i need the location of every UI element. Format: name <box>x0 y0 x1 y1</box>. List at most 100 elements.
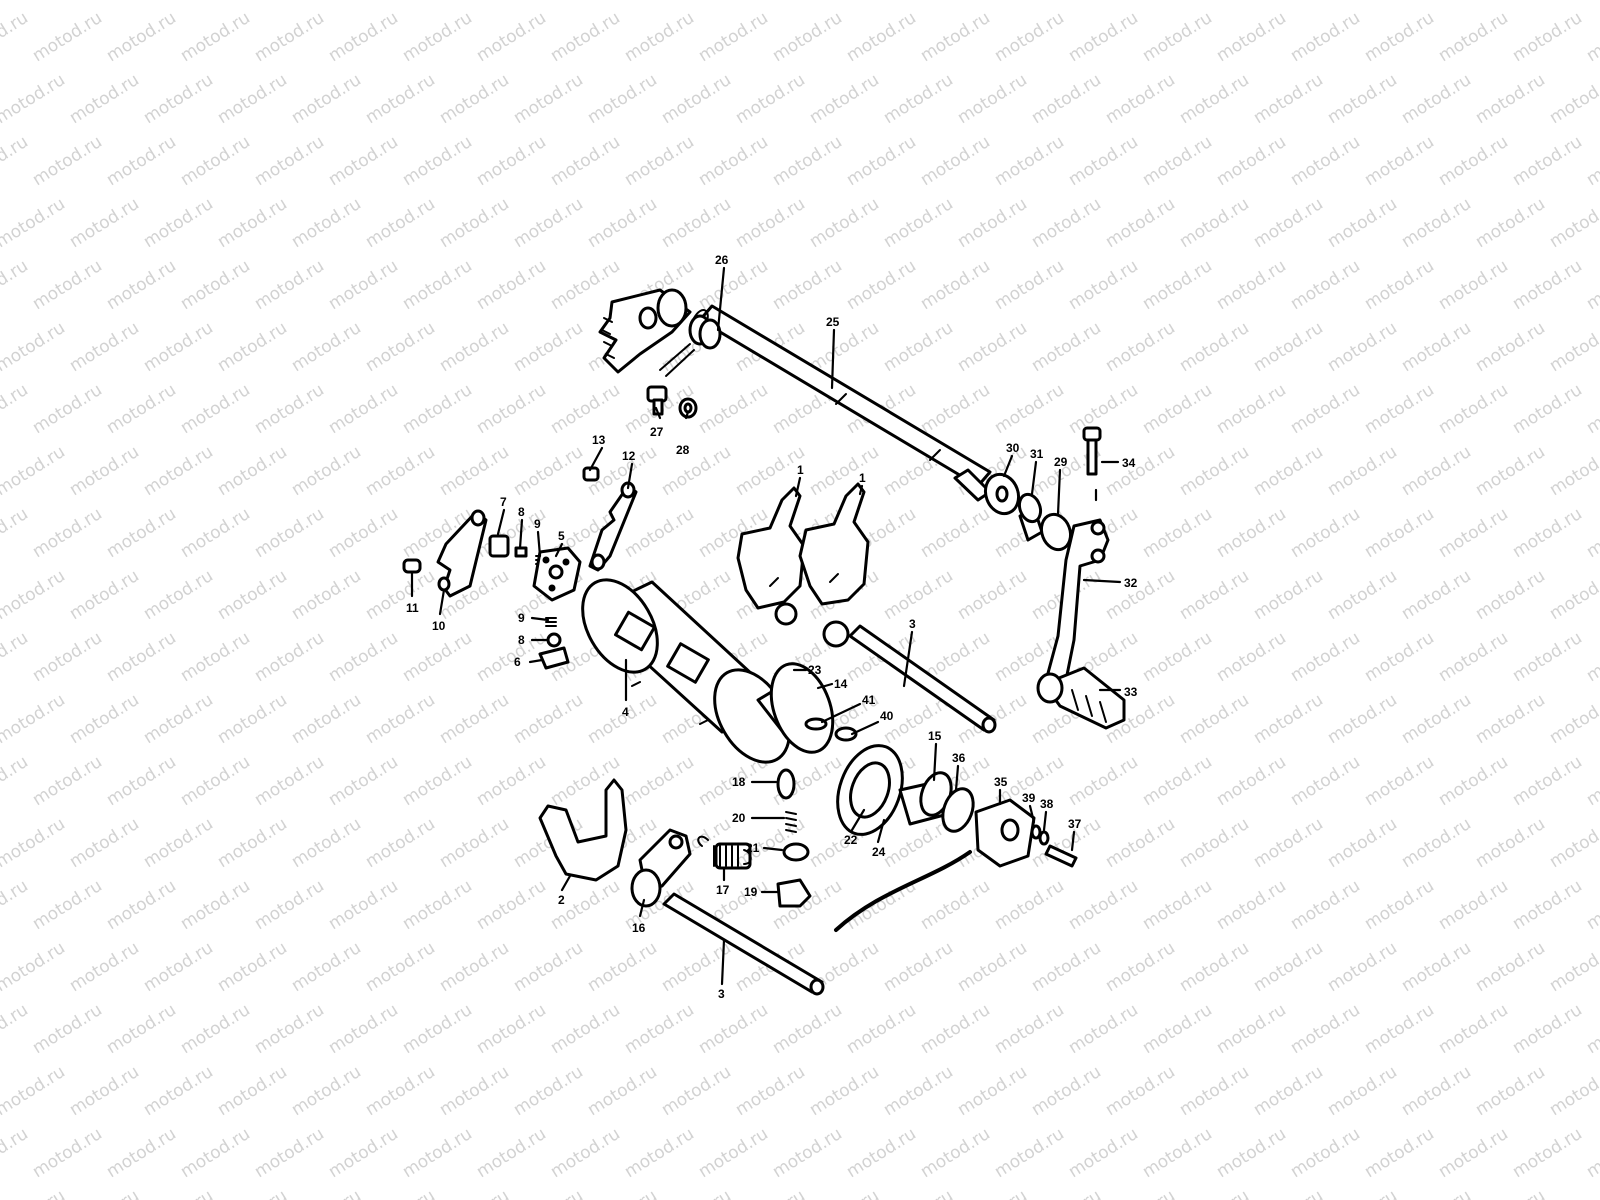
watermark-text: motod.ru <box>66 1186 143 1200</box>
watermark-text: motod.ru <box>1213 504 1290 562</box>
watermark-text: motod.ru <box>214 1186 291 1200</box>
watermark-text: motod.ru <box>1398 690 1475 748</box>
watermark-text: motod.ru <box>436 690 513 748</box>
watermark-text: motod.ru <box>1583 876 1600 934</box>
watermark-text: motod.ru <box>843 8 920 66</box>
watermark-text: motod.ru <box>1065 132 1142 190</box>
watermark-text: motod.ru <box>769 1000 846 1058</box>
watermark-text: motod.ru <box>103 132 180 190</box>
watermark-text: motod.ru <box>1102 566 1179 624</box>
watermark-text: motod.ru <box>584 0 661 4</box>
watermark-text: motod.ru <box>1065 256 1142 314</box>
watermark-text: motod.ru <box>1139 132 1216 190</box>
watermark-text: motod.ru <box>177 1124 254 1182</box>
watermark-text: motod.ru <box>1546 0 1600 4</box>
callout-26: 26 <box>715 253 729 267</box>
callout-7: 7 <box>500 495 507 509</box>
watermark-text: motod.ru <box>0 814 69 872</box>
watermark-text: motod.ru <box>954 194 1031 252</box>
watermark-text: motod.ru <box>177 504 254 562</box>
watermark-text: motod.ru <box>1435 628 1512 686</box>
watermark-text: motod.ru <box>177 132 254 190</box>
watermark-text: motod.ru <box>325 1124 402 1182</box>
watermark-text: motod.ru <box>29 876 106 934</box>
watermark-text: motod.ru <box>140 938 217 996</box>
watermark-text: motod.ru <box>436 1186 513 1200</box>
watermark-text: motod.ru <box>103 752 180 810</box>
watermark-text: motod.ru <box>1509 256 1586 314</box>
watermark-text: motod.ru <box>0 318 69 376</box>
watermark-text: motod.ru <box>547 1124 624 1182</box>
watermark-text: motod.ru <box>0 1062 69 1120</box>
watermark-text: motod.ru <box>1324 318 1401 376</box>
watermark-text: motod.ru <box>214 194 291 252</box>
watermark-text: motod.ru <box>1546 318 1600 376</box>
watermark-text: motod.ru <box>880 1062 957 1120</box>
watermark-text: motod.ru <box>1583 132 1600 190</box>
watermark-text: motod.ru <box>66 938 143 996</box>
gear-position-switch-35-and-lead <box>834 798 1078 932</box>
watermark-text: motod.ru <box>251 628 328 686</box>
watermark-text: motod.ru <box>288 0 365 4</box>
watermark-text: motod.ru <box>732 1062 809 1120</box>
watermark-text: motod.ru <box>991 8 1068 66</box>
watermark-text: motod.ru <box>29 1000 106 1058</box>
gear-shift-shaft-25 <box>598 288 992 502</box>
watermark-text: motod.ru <box>991 1124 1068 1182</box>
watermark-text: motod.ru <box>880 1186 957 1200</box>
watermark-text: motod.ru <box>103 1124 180 1182</box>
watermark-text: motod.ru <box>1139 8 1216 66</box>
watermark-text: motod.ru <box>1176 442 1253 500</box>
watermark-text: motod.ru <box>436 938 513 996</box>
watermark-text: motod.ru <box>177 256 254 314</box>
watermark-text: motod.ru <box>991 256 1068 314</box>
watermark-text: motod.ru <box>954 70 1031 128</box>
watermark-text: motod.ru <box>325 256 402 314</box>
watermark-text: motod.ru <box>917 8 994 66</box>
watermark-text: motod.ru <box>177 752 254 810</box>
watermark-text: motod.ru <box>1287 1000 1364 1058</box>
watermark-text: motod.ru <box>362 1186 439 1200</box>
watermark-text: motod.ru <box>1472 938 1549 996</box>
watermark-text: motod.ru <box>214 566 291 624</box>
watermark-text: motod.ru <box>843 132 920 190</box>
watermark-text: motod.ru <box>954 566 1031 624</box>
watermark-text: motod.ru <box>880 70 957 128</box>
watermark-text: motod.ru <box>0 132 32 190</box>
watermark-text: motod.ru <box>991 132 1068 190</box>
watermark-text: motod.ru <box>0 566 69 624</box>
watermark-text: motod.ru <box>29 752 106 810</box>
watermark-text: motod.ru <box>29 628 106 686</box>
watermark-text: motod.ru <box>362 1062 439 1120</box>
callout-39: 39 <box>1022 791 1036 805</box>
watermark-text: motod.ru <box>1472 566 1549 624</box>
watermark-text: motod.ru <box>251 132 328 190</box>
watermark-text: motod.ru <box>1250 690 1327 748</box>
watermark-text: motod.ru <box>214 938 291 996</box>
watermark-text: motod.ru <box>1213 8 1290 66</box>
watermark-text: motod.ru <box>510 938 587 996</box>
watermark-text: motod.ru <box>1472 70 1549 128</box>
watermark-text: motod.ru <box>1361 132 1438 190</box>
watermark-text: motod.ru <box>584 690 661 748</box>
watermark-text: motod.ru <box>1102 318 1179 376</box>
watermark-text: motod.ru <box>1546 938 1600 996</box>
watermark-text: motod.ru <box>0 938 69 996</box>
watermark-text: motod.ru <box>769 1124 846 1182</box>
watermark-text: motod.ru <box>473 1124 550 1182</box>
callout-3a: 3 <box>909 617 916 631</box>
watermark-text: motod.ru <box>991 380 1068 438</box>
watermark-text: motod.ru <box>103 8 180 66</box>
watermark-text: motod.ru <box>1213 1124 1290 1182</box>
callout-labels: 26 25 27 28 13 12 7 8 9 5 11 10 9 8 6 4 … <box>406 253 1138 1001</box>
watermark-text: motod.ru <box>66 318 143 376</box>
watermark-text: motod.ru <box>177 876 254 934</box>
watermark-text: motod.ru <box>547 132 624 190</box>
watermark-text: motod.ru <box>325 504 402 562</box>
watermark-text: motod.ru <box>1583 504 1600 562</box>
watermark-text: motod.ru <box>103 876 180 934</box>
watermark-text: motod.ru <box>1213 876 1290 934</box>
watermark-text: motod.ru <box>1250 938 1327 996</box>
watermark-text: motod.ru <box>1435 504 1512 562</box>
